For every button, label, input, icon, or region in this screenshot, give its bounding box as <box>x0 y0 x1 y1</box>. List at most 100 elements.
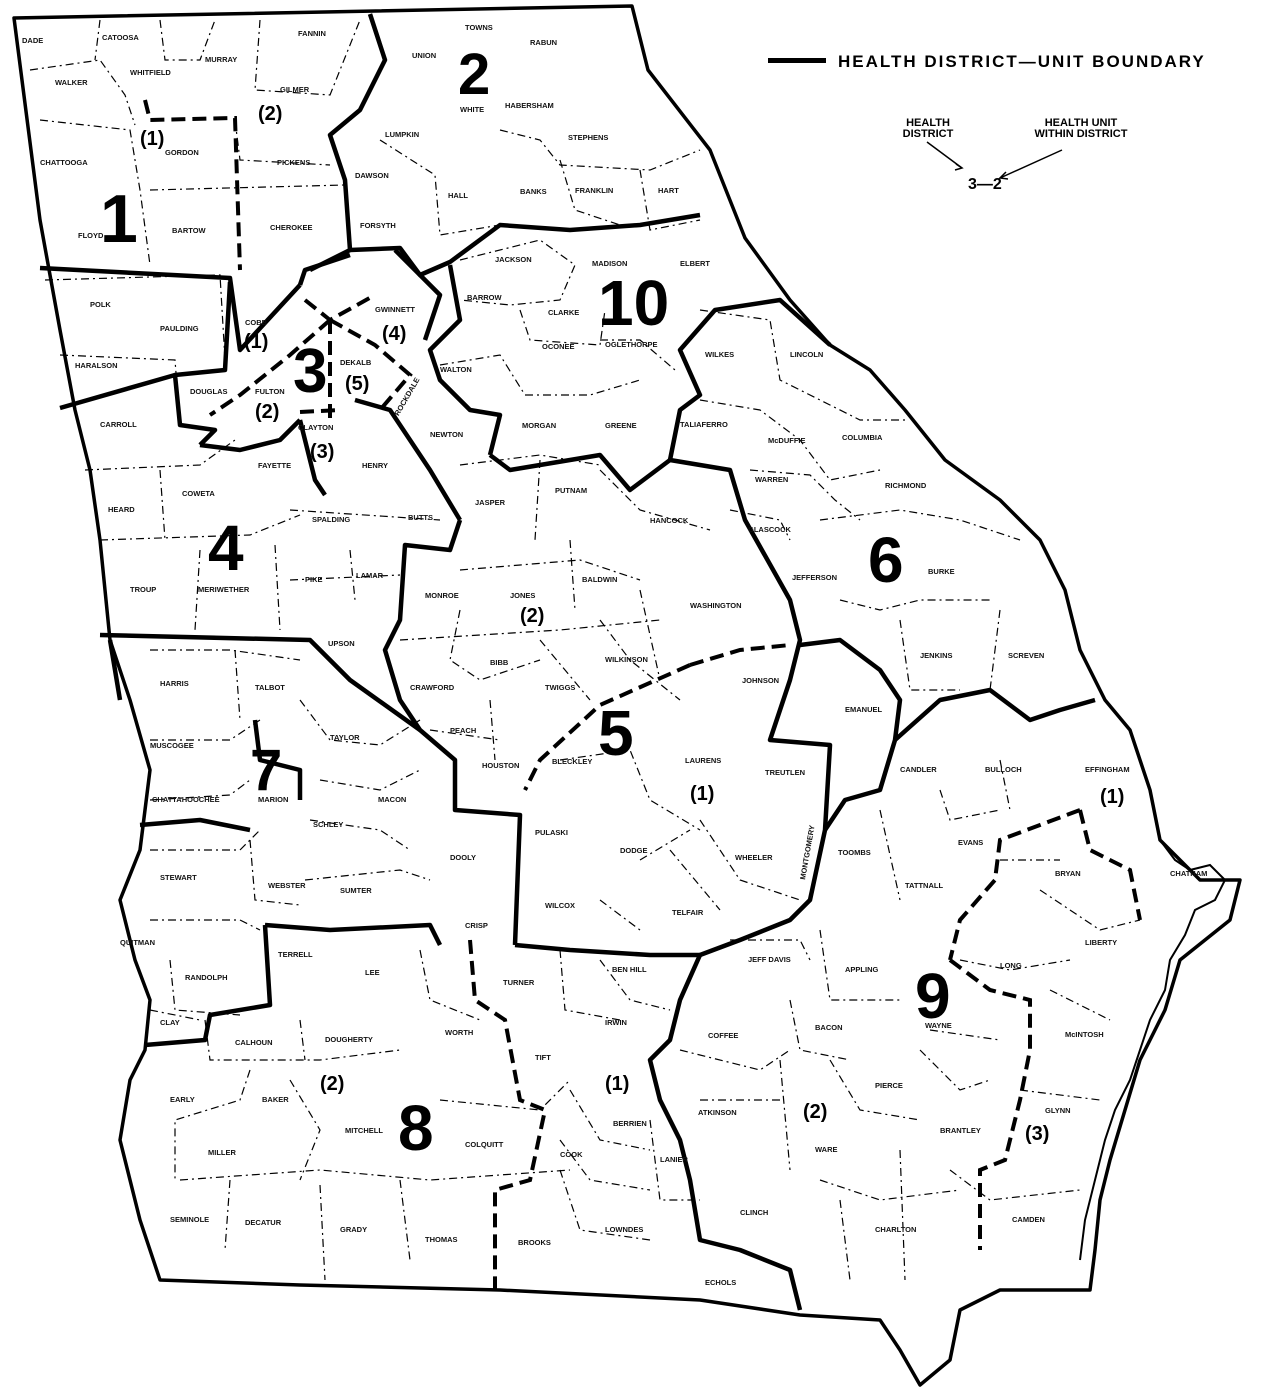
county-label: TALBOT <box>255 683 285 692</box>
county-label: GWINNETT <box>375 305 415 314</box>
county-label: EARLY <box>170 1095 195 1104</box>
county-label: PIKE <box>305 575 323 584</box>
county-label: LIBERTY <box>1085 938 1117 947</box>
county-label: PAULDING <box>160 324 199 333</box>
county-label: BACON <box>815 1023 843 1032</box>
county-label: COOK <box>560 1150 583 1159</box>
county-label: EVANS <box>958 838 983 847</box>
county-label: TATTNALL <box>905 881 943 890</box>
unit-label-3-5: (5) <box>345 373 369 395</box>
county-label: GILMER <box>280 85 310 94</box>
county-label: JEFFERSON <box>792 573 837 582</box>
unit-boundaries <box>143 99 1142 1295</box>
county-label: THOMAS <box>425 1235 458 1244</box>
county-label: CRISP <box>465 921 488 930</box>
county-label: BURKE <box>928 567 955 576</box>
county-label: MURRAY <box>205 55 237 64</box>
county-label: CAMDEN <box>1012 1215 1045 1224</box>
county-label: ECHOLS <box>705 1278 736 1287</box>
county-label: BIBB <box>490 658 509 667</box>
county-label: WARREN <box>755 475 788 484</box>
county-label: DOUGLAS <box>190 387 228 396</box>
county-label: CLARKE <box>548 308 579 317</box>
county-label: DODGE <box>620 846 648 855</box>
county-label: DECATUR <box>245 1218 282 1227</box>
unit-label-5-1: (1) <box>690 783 714 805</box>
coastline <box>1079 839 1227 1261</box>
county-label: RANDOLPH <box>185 973 228 982</box>
county-label: WHITFIELD <box>130 68 171 77</box>
county-label: COFFEE <box>708 1031 738 1040</box>
county-label: ROCKDALE <box>392 376 421 417</box>
county-label: QUITMAN <box>120 938 155 947</box>
county-label: SPALDING <box>312 515 350 524</box>
legend-unit-line2: WITHIN DISTRICT <box>1034 128 1128 140</box>
unit-label-9-1: (1) <box>1100 786 1124 808</box>
legend-unit-label: HEALTH UNIT WITHIN DISTRICT <box>1016 118 1146 140</box>
county-label: CHARLTON <box>875 1225 916 1234</box>
county-label: CHATTAHOOCHEE <box>152 795 220 804</box>
county-label: JOHNSON <box>742 676 779 685</box>
county-label: CALHOUN <box>235 1038 273 1047</box>
county-label: TERRELL <box>278 950 313 959</box>
county-label: DOUGHERTY <box>325 1035 373 1044</box>
county-label: TELFAIR <box>672 908 704 917</box>
district-number-9: 9 <box>915 960 951 1032</box>
county-label: BUTTS <box>408 513 433 522</box>
county-label: BRANTLEY <box>940 1126 981 1135</box>
county-label: WILKES <box>705 350 734 359</box>
county-label: COLQUITT <box>465 1140 504 1149</box>
county-label: BROOKS <box>518 1238 551 1247</box>
county-label: HABERSHAM <box>505 101 554 110</box>
county-label: MONROE <box>425 591 459 600</box>
county-label: UNION <box>412 51 436 60</box>
district-number-10: 10 <box>598 267 669 339</box>
county-label: HALL <box>448 191 468 200</box>
county-label: DEKALB <box>340 358 372 367</box>
county-label: MILLER <box>208 1148 236 1157</box>
county-label: HARALSON <box>75 361 118 370</box>
county-label: JACKSON <box>495 255 532 264</box>
county-label: OCONEE <box>542 342 575 351</box>
county-label: WILCOX <box>545 901 575 910</box>
county-label: HENRY <box>362 461 388 470</box>
county-label: MADISON <box>592 259 627 268</box>
county-label: TURNER <box>503 978 535 987</box>
county-label: WALTON <box>440 365 472 374</box>
county-label: WEBSTER <box>268 881 306 890</box>
county-label: SCREVEN <box>1008 651 1044 660</box>
county-label: LEE <box>365 968 380 977</box>
county-label: PUTNAM <box>555 486 587 495</box>
unit-label-9-3: (3) <box>1025 1123 1049 1145</box>
county-label: WILKINSON <box>605 655 648 664</box>
legend-boundary-swatch <box>768 58 826 63</box>
county-label: CRAWFORD <box>410 683 455 692</box>
county-label: DAWSON <box>355 171 389 180</box>
district-boundaries <box>39 13 1096 1311</box>
county-label: JENKINS <box>920 651 953 660</box>
county-label: CLINCH <box>740 1208 768 1217</box>
county-labels: DADE CATOOSA WHITFIELD MURRAY FANNIN TOW… <box>22 23 1207 1287</box>
county-label: ELBERT <box>680 259 710 268</box>
county-label: BLECKLEY <box>552 757 592 766</box>
county-lines <box>29 19 1141 1281</box>
county-label: MERIWETHER <box>198 585 250 594</box>
county-label: WAYNE <box>925 1021 952 1030</box>
county-label: LANIER <box>660 1155 689 1164</box>
county-label: MITCHELL <box>345 1126 383 1135</box>
county-label: BERRIEN <box>613 1119 647 1128</box>
county-label: TIFT <box>535 1053 551 1062</box>
district-number-7: 7 <box>250 738 282 803</box>
county-label: GORDON <box>165 148 199 157</box>
unit-label-8-2: (2) <box>320 1073 344 1095</box>
county-label: MACON <box>378 795 406 804</box>
legend-unit-line1: HEALTH UNIT <box>1044 117 1118 129</box>
district-number-5: 5 <box>598 697 634 769</box>
county-label: APPLING <box>845 965 879 974</box>
unit-label-3-3: (3) <box>310 441 334 463</box>
county-label: GRADY <box>340 1225 367 1234</box>
unit-label-1-1: (1) <box>140 128 164 150</box>
county-label: CHATHAM <box>1170 869 1207 878</box>
county-label: PICKENS <box>277 158 310 167</box>
county-label: TALIAFERRO <box>680 420 728 429</box>
